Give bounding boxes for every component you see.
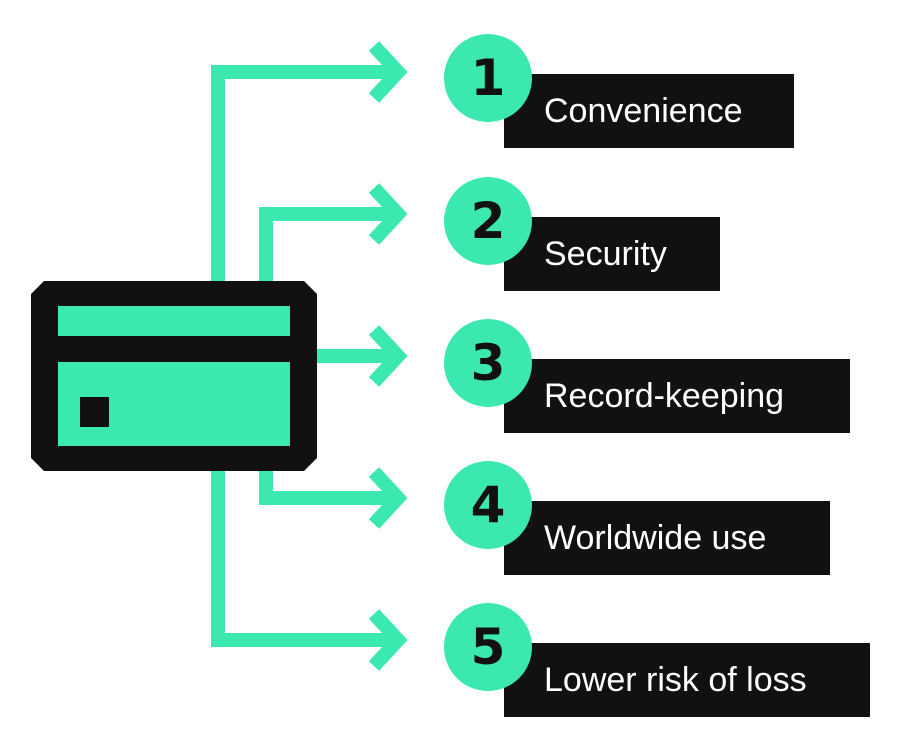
benefit-label-1: Convenience: [544, 91, 743, 130]
connector-line-1: [211, 65, 398, 300]
arrowhead-3: [368, 325, 408, 387]
arrowhead-2: [368, 183, 408, 245]
benefit-number-badge-5: 5: [444, 603, 532, 691]
benefit-number-3: 3: [470, 334, 506, 392]
benefit-label-4: Worldwide use: [544, 518, 767, 557]
benefit-number-2: 2: [470, 192, 506, 250]
benefit-number-badge-1: 1: [444, 34, 532, 122]
benefit-label-box-1: Convenience: [504, 74, 794, 148]
benefit-label-2: Security: [544, 234, 667, 273]
arrowhead-1: [368, 41, 408, 103]
connector-line-4: [259, 460, 398, 505]
arrowhead-4: [368, 467, 408, 529]
card-stripe: [58, 306, 290, 336]
benefit-label-box-3: Record-keeping: [504, 359, 850, 433]
card-chip: [80, 397, 109, 427]
connector-line-5: [211, 460, 398, 647]
benefit-label-box-5: Lower risk of loss: [504, 643, 870, 717]
benefit-label-3: Record-keeping: [544, 376, 785, 415]
arrowhead-5: [368, 609, 408, 671]
benefit-number-badge-2: 2: [444, 177, 532, 265]
benefit-label-box-2: Security: [504, 217, 720, 291]
benefit-number-1: 1: [470, 49, 506, 107]
benefit-label-5: Lower risk of loss: [544, 660, 807, 699]
benefit-label-box-4: Worldwide use: [504, 501, 830, 575]
benefit-number-badge-4: 4: [444, 461, 532, 549]
connector-line-2: [259, 207, 398, 300]
benefit-number-badge-3: 3: [444, 319, 532, 407]
benefit-number-4: 4: [470, 476, 506, 534]
benefit-number-5: 5: [470, 618, 506, 676]
